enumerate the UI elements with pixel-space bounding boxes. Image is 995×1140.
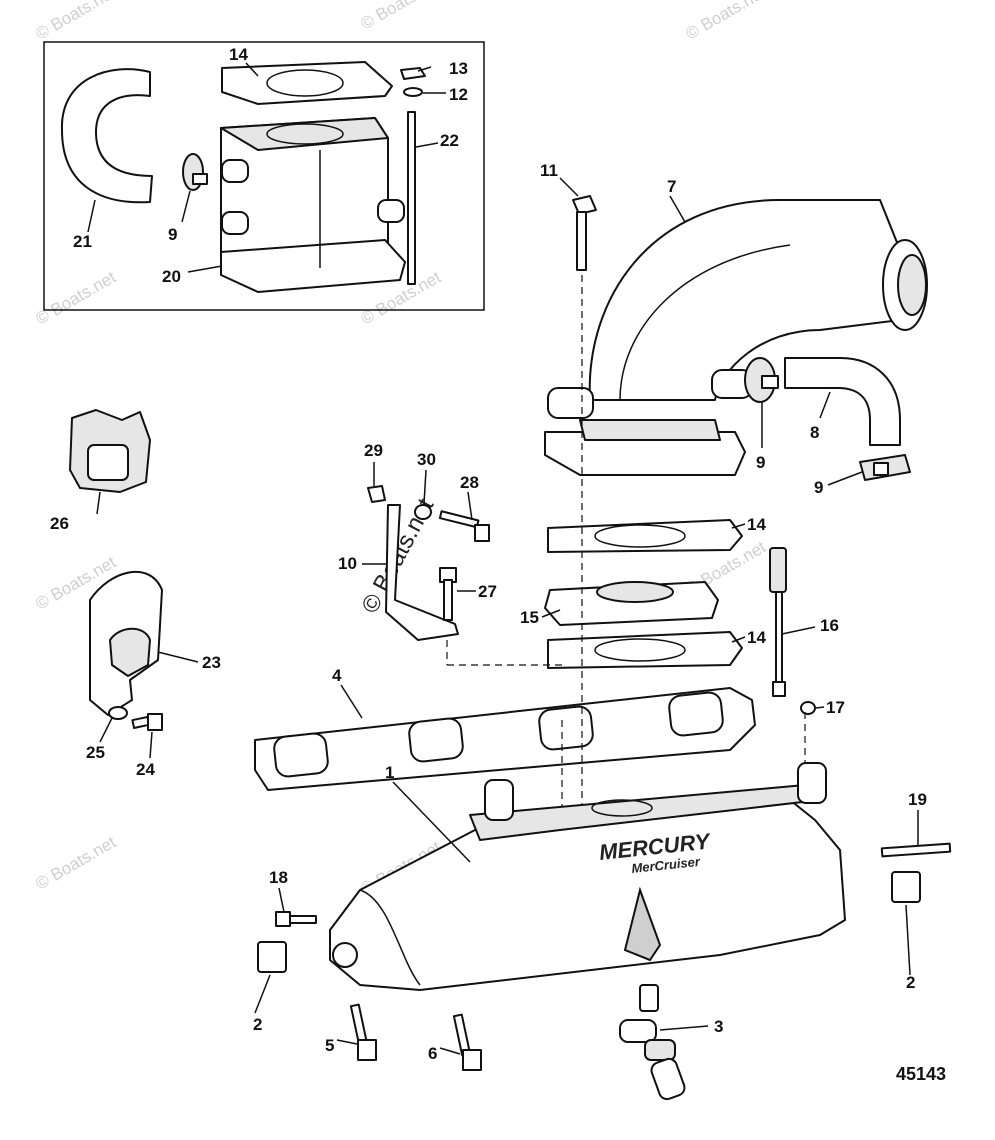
callout-1: 1 bbox=[385, 763, 394, 782]
callout-25: 25 bbox=[86, 743, 105, 762]
watermark: © Boats.net bbox=[33, 267, 120, 328]
spacer-15 bbox=[544, 581, 719, 626]
callout-4: 4 bbox=[332, 666, 342, 685]
clamp-9-lower bbox=[859, 454, 911, 481]
exhaust-elbow-7 bbox=[544, 199, 928, 476]
bolt-5 bbox=[349, 1003, 377, 1061]
gasket-hole bbox=[594, 638, 686, 662]
fitting-3 bbox=[619, 984, 686, 1101]
hose-8 bbox=[784, 357, 901, 446]
inset-box bbox=[43, 41, 485, 311]
callout-11: 11 bbox=[540, 161, 558, 180]
callout-9-elbow: 9 bbox=[756, 453, 765, 472]
callout-5: 5 bbox=[325, 1036, 334, 1055]
stud-19 bbox=[880, 842, 952, 858]
clamp-9-elbow bbox=[744, 357, 779, 403]
cap-26 bbox=[69, 409, 151, 493]
callout-15: 15 bbox=[520, 608, 539, 627]
callout-13: 13 bbox=[449, 59, 468, 78]
gasket-14-hole bbox=[266, 69, 344, 97]
callout-27: 27 bbox=[478, 582, 497, 601]
gasket-14-inset bbox=[221, 61, 393, 105]
callout-2-left: 2 bbox=[253, 1015, 262, 1034]
callout-18: 18 bbox=[269, 868, 288, 887]
watermark: © Boats.net bbox=[33, 832, 120, 893]
gasket-14-lower bbox=[547, 631, 743, 669]
bolt-18 bbox=[275, 911, 317, 927]
bolt-11 bbox=[572, 195, 597, 271]
callout-19: 19 bbox=[908, 790, 927, 809]
nut-29 bbox=[367, 485, 386, 503]
watermark: © Boats.net bbox=[358, 0, 445, 33]
exhaust-manifold-1 bbox=[329, 762, 846, 991]
callout-20: 20 bbox=[162, 267, 181, 286]
callout-2-right: 2 bbox=[906, 973, 915, 992]
figure-number: 45143 bbox=[896, 1064, 946, 1084]
callout-17: 17 bbox=[826, 698, 845, 717]
bolt-24 bbox=[131, 713, 163, 731]
callout-29: 29 bbox=[364, 441, 383, 460]
gasket-hole bbox=[594, 524, 686, 548]
riser-block-20 bbox=[220, 117, 406, 293]
plate-23 bbox=[89, 571, 163, 716]
plug-2-left bbox=[257, 941, 287, 973]
stud-22 bbox=[407, 111, 416, 285]
watermark: © Boats.net bbox=[683, 0, 770, 43]
callout-14: 14 bbox=[229, 45, 248, 64]
callout-14-upper: 14 bbox=[747, 515, 766, 534]
spacer-hole bbox=[596, 581, 674, 603]
callout-9-inset: 9 bbox=[168, 225, 177, 244]
hose-21 bbox=[60, 68, 153, 204]
callout-12: 12 bbox=[449, 85, 468, 104]
washer-25 bbox=[108, 706, 128, 720]
callout-9-lower: 9 bbox=[814, 478, 823, 497]
callout-16: 16 bbox=[820, 616, 839, 635]
callout-3: 3 bbox=[714, 1017, 723, 1036]
callout-30: 30 bbox=[417, 450, 436, 469]
washer-12 bbox=[403, 87, 423, 97]
clamp-9-inset bbox=[182, 153, 208, 191]
callout-28: 28 bbox=[460, 473, 479, 492]
bolt-28 bbox=[438, 510, 490, 542]
callout-6: 6 bbox=[428, 1044, 437, 1063]
callout-10: 10 bbox=[338, 554, 357, 573]
bolt-6 bbox=[452, 1013, 482, 1071]
washer-30 bbox=[414, 504, 432, 520]
callout-labels: 14 13 12 22 21 9 20 11 7 8 9 9 14 15 14 … bbox=[50, 45, 927, 1063]
washer-17 bbox=[800, 701, 816, 715]
bolt-27 bbox=[439, 567, 457, 621]
callout-22: 22 bbox=[440, 131, 459, 150]
brand-sublogo: MerCruiser bbox=[631, 854, 702, 876]
manifold-gasket-4 bbox=[254, 687, 756, 791]
leader-lines bbox=[87, 62, 919, 1055]
watermark: © Boats.net bbox=[33, 0, 120, 43]
callout-21: 21 bbox=[73, 232, 92, 251]
gasket-14-upper bbox=[547, 519, 743, 553]
callout-14-lower: 14 bbox=[747, 628, 766, 647]
callout-24: 24 bbox=[136, 760, 155, 779]
callout-7: 7 bbox=[667, 177, 676, 196]
callout-26: 26 bbox=[50, 514, 69, 533]
callout-23: 23 bbox=[202, 653, 221, 672]
sensor-16 bbox=[769, 547, 787, 697]
bracket-10 bbox=[385, 504, 459, 641]
callout-8: 8 bbox=[810, 423, 819, 442]
plug-2-right bbox=[891, 871, 921, 903]
